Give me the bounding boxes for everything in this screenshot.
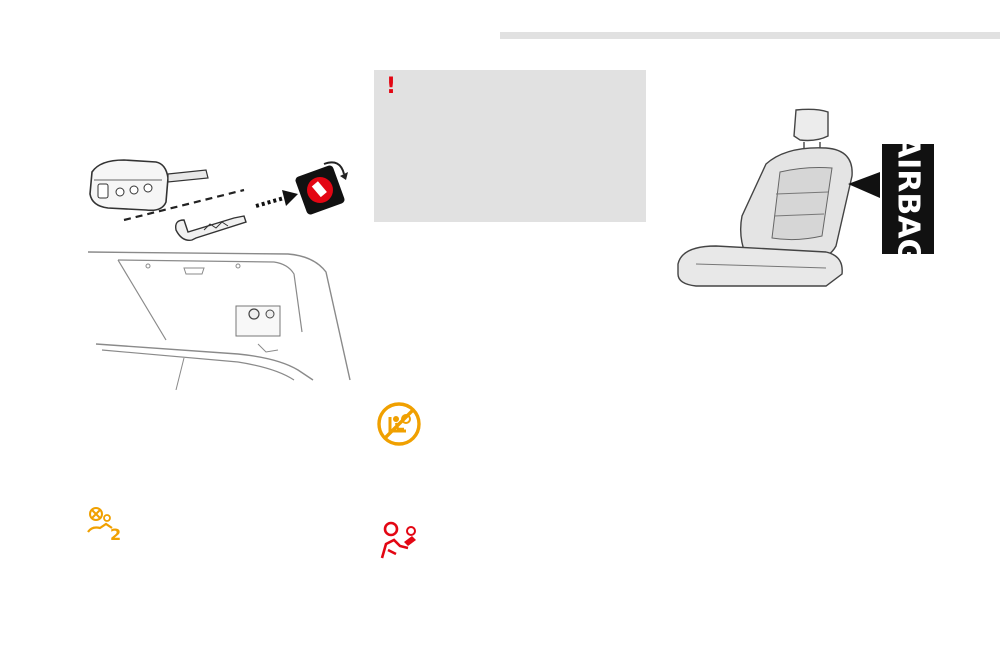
key-fob (89, 159, 169, 212)
airbag-label-badge: AIRBAG (882, 144, 934, 254)
key-button-3 (129, 185, 139, 195)
key-button-4 (143, 183, 153, 193)
glovebox-latch (183, 267, 205, 275)
glovebox-drawing (88, 251, 351, 390)
seat-headrest (793, 108, 829, 142)
child-seat-airbag-off-icon (377, 402, 421, 446)
warning-box: ! (374, 70, 646, 222)
glovebox-illustration (88, 248, 353, 390)
dash-lower-edge (175, 357, 185, 390)
glovebox-screw-1 (145, 263, 151, 269)
key-blade (174, 215, 247, 241)
warning-exclamation-icon: ! (386, 74, 397, 99)
airbag-label-pointer (848, 172, 880, 198)
switch-lamp (265, 309, 275, 319)
indicator-badge-number: 2 (110, 525, 121, 542)
seat-illustration (676, 106, 936, 288)
passenger-airbag-off-icon: 2 (87, 507, 121, 542)
key-button-2 (115, 187, 125, 197)
key-switch-drawing (89, 159, 348, 241)
glovebox-left-edge (117, 259, 167, 341)
airbag-warning-indicator (378, 520, 420, 560)
key-button-1 (97, 183, 109, 199)
airbag-label: AIRBAG (882, 144, 934, 254)
switch-knob (248, 308, 260, 320)
insert-arrow (255, 190, 298, 208)
glovebox-opening (117, 259, 303, 333)
airbag-label-text: AIRBAG (891, 144, 926, 254)
glovebox-lid-lower (101, 349, 295, 381)
seat-drawing (677, 108, 880, 287)
backrest-center (771, 167, 833, 241)
key-blade-teeth (203, 221, 229, 231)
key-blade-folded (167, 169, 209, 183)
passenger-airbag-indicator: 2 (86, 506, 126, 542)
airbag-warning-icon (380, 521, 416, 559)
backrest-stitching (773, 191, 829, 217)
glovebox-lid (95, 343, 314, 381)
dashboard-outline (88, 251, 351, 381)
child-seat-indicator (376, 401, 422, 447)
glovebox-screw-2 (235, 263, 241, 269)
guide-line (123, 188, 245, 222)
lid-hinge (257, 343, 279, 353)
airbag-switch (295, 161, 348, 215)
cushion-stitching (695, 263, 827, 269)
top-rule (500, 32, 1000, 39)
key-switch-illustration (84, 150, 354, 250)
